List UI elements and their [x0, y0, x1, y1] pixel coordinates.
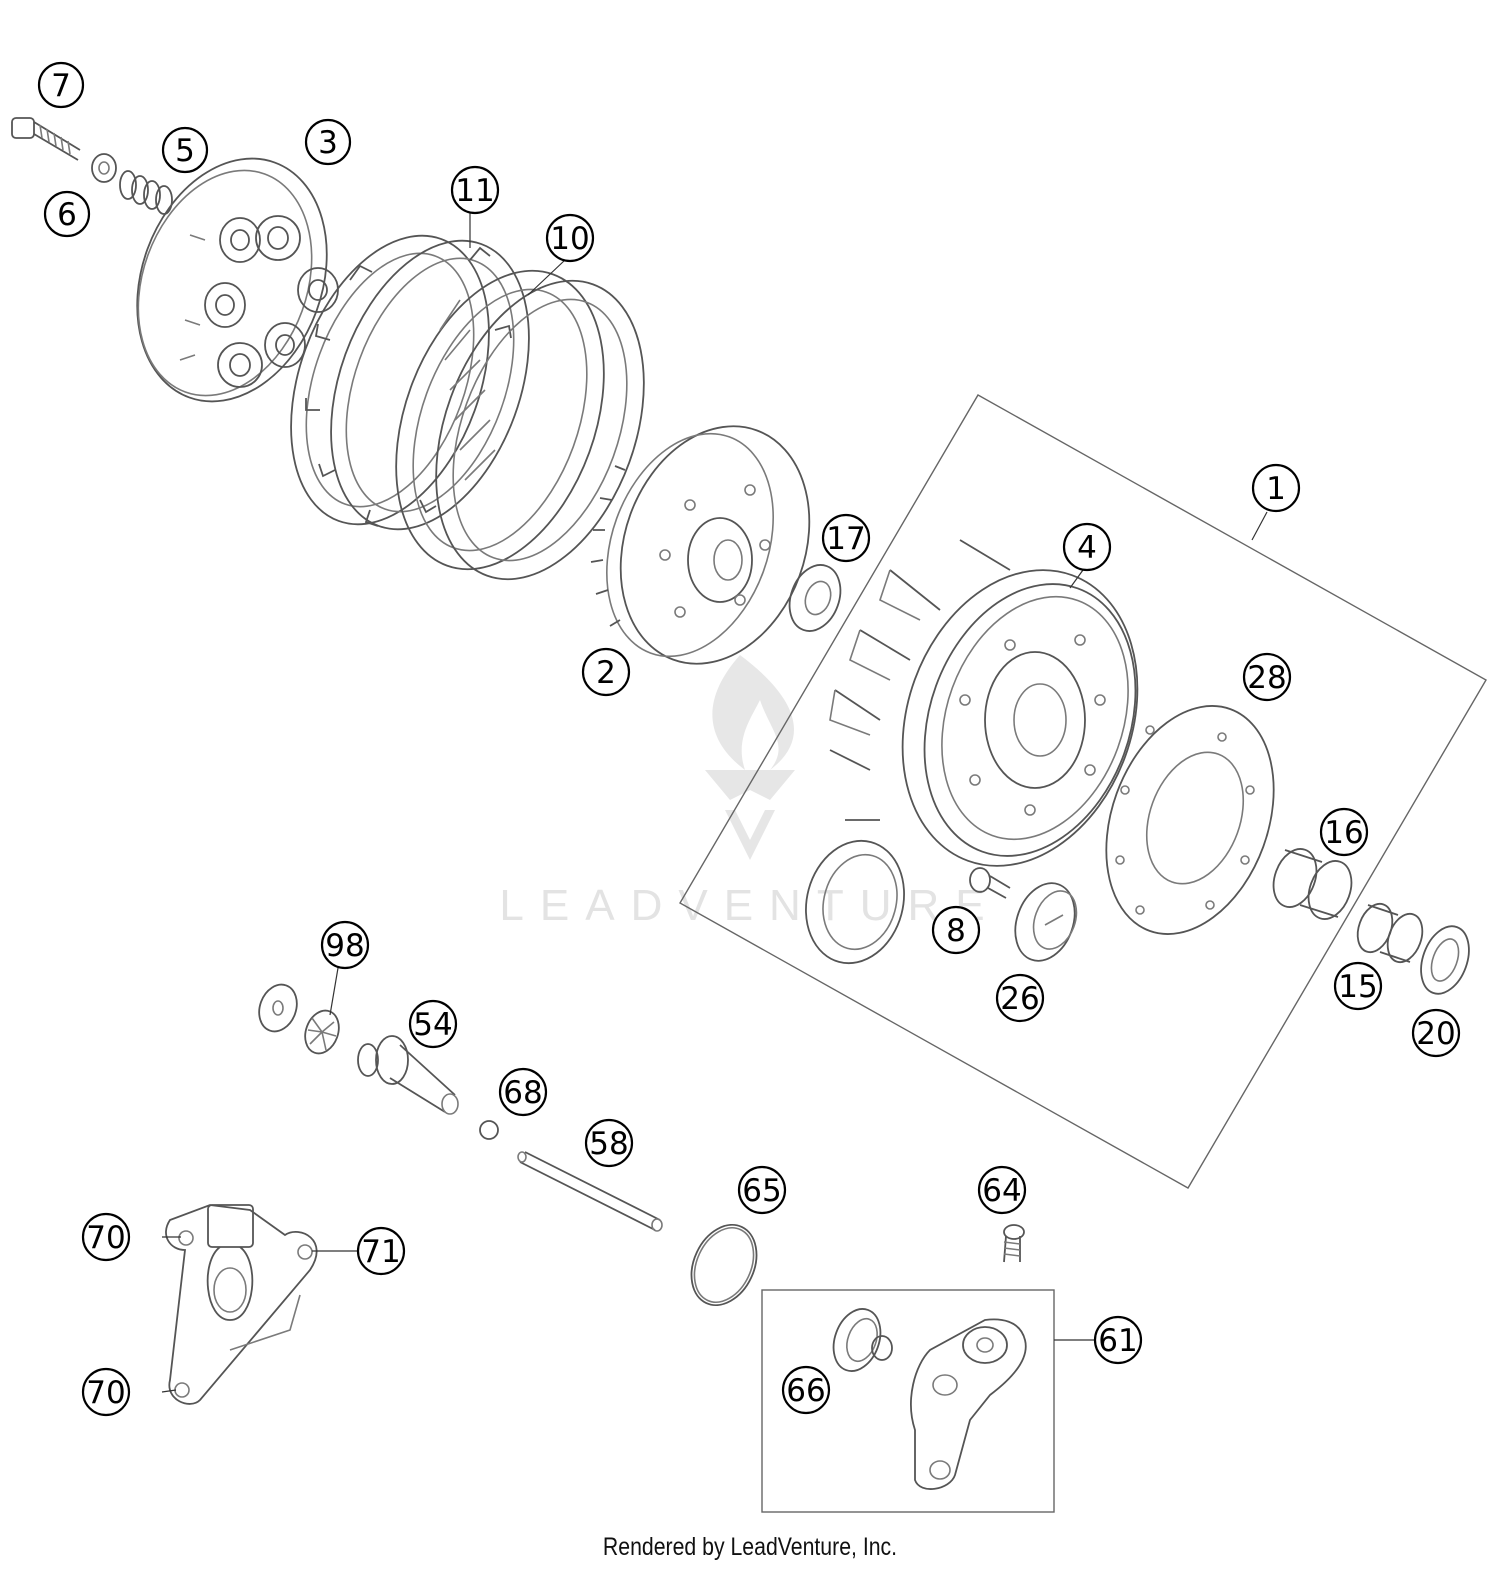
- callout-7-label: 7: [51, 68, 71, 104]
- callout-61[interactable]: 61: [1093, 1315, 1143, 1365]
- part-o-ring-65[interactable]: [679, 1214, 769, 1315]
- callout-3[interactable]: 3: [304, 118, 352, 166]
- callout-15[interactable]: 15: [1333, 961, 1383, 1011]
- footer-credit: Rendered by LeadVenture, Inc.: [602, 1533, 898, 1561]
- part-clutch-slave-cover[interactable]: [165, 1204, 318, 1405]
- callout-16-label: 16: [1324, 815, 1363, 851]
- part-washer-20[interactable]: [1412, 920, 1477, 1001]
- callout-10-label: 10: [550, 221, 589, 257]
- part-washers-98[interactable]: [253, 979, 345, 1058]
- callout-2-label: 2: [596, 655, 616, 691]
- callout-68[interactable]: 68: [498, 1067, 548, 1117]
- assembly-box-clutch-basket: [679, 394, 1487, 1189]
- callout-28-label: 28: [1247, 660, 1286, 696]
- part-primary-gear[interactable]: [793, 830, 918, 975]
- callout-64[interactable]: 64: [977, 1165, 1027, 1215]
- callout-54-label: 54: [413, 1007, 452, 1043]
- callout-11[interactable]: 11: [450, 165, 500, 215]
- callout-2[interactable]: 2: [581, 647, 631, 697]
- callout-6[interactable]: 6: [43, 190, 91, 238]
- callout-71[interactable]: 71: [356, 1226, 406, 1276]
- part-screw-64[interactable]: [1003, 1224, 1025, 1263]
- callout-8-label: 8: [946, 913, 966, 949]
- part-washer-6[interactable]: [91, 153, 117, 183]
- callout-66[interactable]: 66: [781, 1365, 831, 1415]
- part-bolt-7[interactable]: [11, 117, 81, 161]
- watermark-text: LEADVENTURE: [499, 881, 1000, 930]
- callout-17-label: 17: [826, 521, 865, 557]
- callout-65-label: 65: [742, 1173, 781, 1209]
- callout-4[interactable]: 4: [1062, 522, 1112, 572]
- callout-61-label: 61: [1098, 1323, 1137, 1359]
- callout-20-label: 20: [1416, 1016, 1455, 1052]
- part-pressure-plate-3[interactable]: [105, 132, 360, 428]
- part-bushing-15[interactable]: [1351, 899, 1428, 967]
- part-washer-26[interactable]: [1005, 875, 1085, 969]
- part-thrust-plate-28[interactable]: [1076, 682, 1303, 957]
- callout-70-top[interactable]: 70: [81, 1212, 131, 1262]
- assembly-box-clutch-lever: [761, 1289, 1055, 1513]
- part-pushrod-58[interactable]: [517, 1151, 663, 1232]
- callout-70-top-label: 70: [86, 1220, 125, 1256]
- callout-17[interactable]: 17: [821, 513, 871, 563]
- callout-98[interactable]: 98: [320, 920, 370, 970]
- callout-28[interactable]: 28: [1242, 652, 1292, 702]
- callout-5-label: 5: [175, 133, 195, 169]
- callout-26[interactable]: 26: [995, 973, 1045, 1023]
- callout-71-label: 71: [361, 1234, 400, 1270]
- leader-lines: [161, 213, 1268, 1393]
- callout-4-label: 4: [1077, 530, 1097, 566]
- callout-5[interactable]: 5: [161, 126, 209, 174]
- callout-58-label: 58: [589, 1126, 628, 1162]
- callout-8[interactable]: 8: [931, 905, 981, 955]
- callout-70-bottom-label: 70: [86, 1375, 125, 1411]
- callout-58[interactable]: 58: [584, 1118, 634, 1168]
- part-bolt-8[interactable]: [969, 867, 1011, 899]
- callout-11-label: 11: [455, 173, 494, 209]
- callout-10[interactable]: 10: [545, 213, 595, 263]
- callout-98-label: 98: [325, 928, 364, 964]
- callout-1-label: 1: [1266, 471, 1286, 507]
- part-bearing-66[interactable]: [825, 1302, 893, 1377]
- callout-6-label: 6: [57, 197, 77, 233]
- callout-16[interactable]: 16: [1319, 807, 1369, 857]
- callout-66-label: 66: [786, 1373, 825, 1409]
- part-clutch-lever-61[interactable]: [910, 1318, 1027, 1490]
- part-friction-discs-11[interactable]: [254, 208, 566, 556]
- callout-64-label: 64: [982, 1173, 1021, 1209]
- callout-65[interactable]: 65: [737, 1165, 787, 1215]
- callout-70-bottom[interactable]: 70: [81, 1367, 131, 1417]
- part-clutch-basket-4[interactable]: [829, 537, 1177, 899]
- part-shaft-54[interactable]: [357, 1035, 459, 1115]
- callout-20[interactable]: 20: [1411, 1008, 1461, 1058]
- callout-7[interactable]: 7: [37, 61, 85, 109]
- callout-1[interactable]: 1: [1251, 463, 1301, 513]
- callout-68-label: 68: [503, 1075, 542, 1111]
- leadventure-watermark-logo: [705, 655, 795, 860]
- part-bushing-16[interactable]: [1266, 843, 1359, 925]
- callout-15-label: 15: [1338, 969, 1377, 1005]
- callout-3-label: 3: [318, 125, 338, 161]
- callout-54[interactable]: 54: [408, 999, 458, 1049]
- part-washer-17[interactable]: [781, 558, 849, 638]
- part-ball-68[interactable]: [479, 1120, 499, 1140]
- callout-26-label: 26: [1000, 981, 1039, 1017]
- part-clutch-discs-10[interactable]: [358, 242, 683, 608]
- part-spring-5[interactable]: [119, 170, 173, 215]
